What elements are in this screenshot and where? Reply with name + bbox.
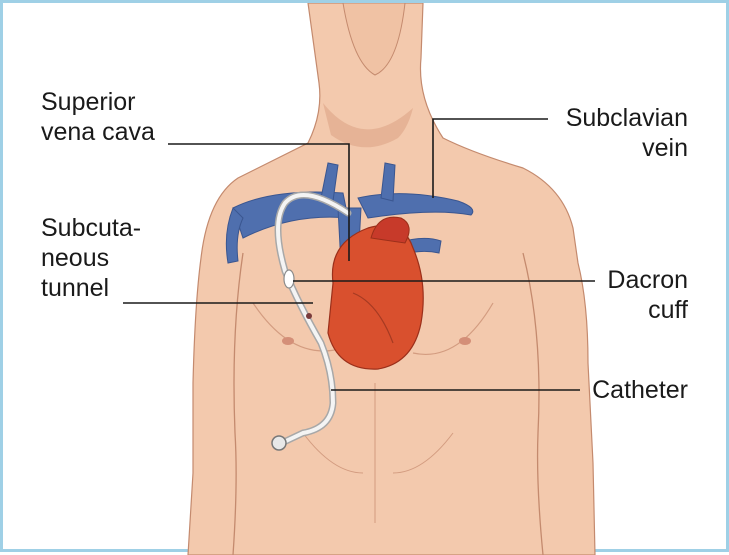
label-line: cuff (588, 295, 688, 325)
label-line: Dacron (588, 265, 688, 295)
catheter-port (272, 436, 286, 450)
nipple-left (282, 337, 294, 345)
label-line: tunnel (41, 273, 141, 303)
label-line: Superior (41, 87, 155, 117)
label-line: vena cava (41, 117, 155, 147)
label-dacron-cuff: Dacron cuff (588, 265, 688, 325)
label-superior-vena-cava: Superior vena cava (41, 87, 155, 147)
nipple-right (459, 337, 471, 345)
label-line: Subcuta- (41, 213, 141, 243)
label-line: Subclavian (548, 103, 688, 133)
label-line: neous (41, 243, 141, 273)
label-subcutaneous-tunnel: Subcuta- neous tunnel (41, 213, 141, 303)
dacron-cuff-shape (284, 270, 294, 288)
label-line: vein (548, 133, 688, 163)
label-line: Catheter (578, 375, 688, 405)
label-catheter: Catheter (578, 375, 688, 405)
heart (328, 226, 423, 370)
label-subclavian-vein: Subclavian vein (548, 103, 688, 163)
tunnel-entry-mark (306, 313, 312, 319)
